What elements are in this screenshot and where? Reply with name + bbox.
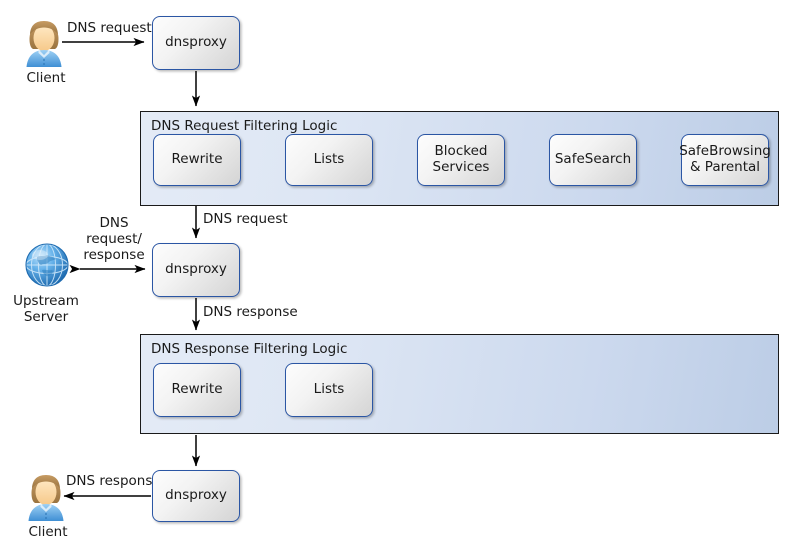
node-request-lists[interactable]: Lists <box>285 134 373 186</box>
node-request-blocked-services[interactable]: Blocked Services <box>417 134 505 186</box>
node-label: dnsproxy <box>165 487 227 504</box>
node-request-safebrowsing-parental[interactable]: SafeBrowsing & Parental <box>679 134 771 186</box>
node-dnsproxy-top[interactable]: dnsproxy <box>152 16 240 70</box>
group-title-request: DNS Request Filtering Logic <box>151 118 338 134</box>
edge-label-upstream-exchange: DNS request/ response <box>83 215 145 264</box>
node-label: Lists <box>313 381 345 398</box>
node-label: Rewrite <box>171 381 223 398</box>
group-title-response: DNS Response Filtering Logic <box>151 341 348 357</box>
node-label: SafeSearch <box>554 151 632 168</box>
node-dnsproxy-bottom[interactable]: dnsproxy <box>152 470 240 522</box>
edge-label-proxy-to-response-group: DNS response <box>203 304 298 320</box>
node-response-lists[interactable]: Lists <box>285 363 373 417</box>
group-dns-response-filtering-logic: DNS Response Filtering Logic <box>140 334 779 434</box>
actor-label-upstream-server: Upstream Server <box>13 293 79 326</box>
edge-label-client-to-proxy: DNS request <box>67 20 152 36</box>
node-request-safesearch[interactable]: SafeSearch <box>549 134 637 186</box>
edge-label-proxy-to-client: DNS response <box>66 473 161 489</box>
actor-label-client-bottom: Client <box>28 524 68 540</box>
node-label: Rewrite <box>171 151 223 168</box>
node-label: SafeBrowsing & Parental <box>679 143 771 175</box>
node-label: dnsproxy <box>165 34 227 51</box>
node-dnsproxy-middle[interactable]: dnsproxy <box>152 243 240 297</box>
actor-label-client-top: Client <box>26 70 66 86</box>
node-response-rewrite[interactable]: Rewrite <box>153 363 241 417</box>
node-label: dnsproxy <box>165 261 227 278</box>
globe-icon <box>25 243 69 287</box>
user-icon <box>28 475 64 521</box>
node-label: Lists <box>313 151 345 168</box>
edge-label-proxy-to-request-group: DNS request <box>203 211 288 227</box>
user-icon <box>26 21 62 67</box>
node-label: Blocked Services <box>432 143 490 175</box>
node-request-rewrite[interactable]: Rewrite <box>153 134 241 186</box>
